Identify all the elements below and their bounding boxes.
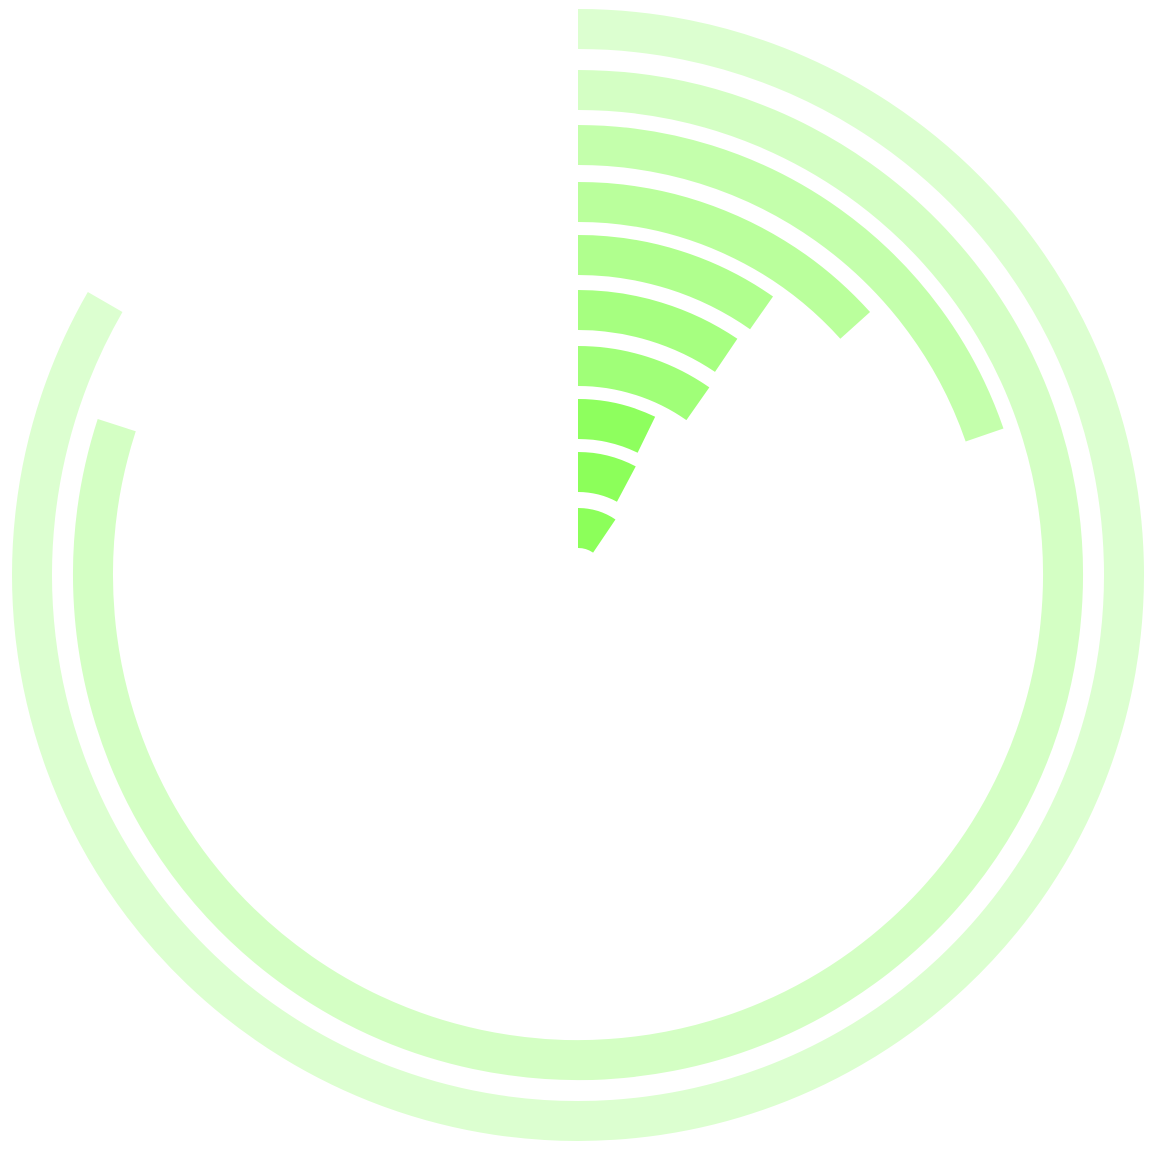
- radial-bar-ring-6: [577, 235, 774, 330]
- radial-bar-ring-2: [577, 452, 636, 503]
- radial-bar-ring-10: [12, 9, 1144, 1141]
- radial-bar-ring-8: [577, 125, 1004, 442]
- radial-bar-ring-3: [577, 399, 656, 454]
- radial-bar-ring-9: [73, 70, 1083, 1080]
- radial-bar-ring-1: [576, 508, 616, 554]
- radial-bar-ring-5: [577, 290, 738, 373]
- radial-bar-ring-7: [577, 182, 871, 339]
- radial-bar-ring-4: [577, 346, 710, 421]
